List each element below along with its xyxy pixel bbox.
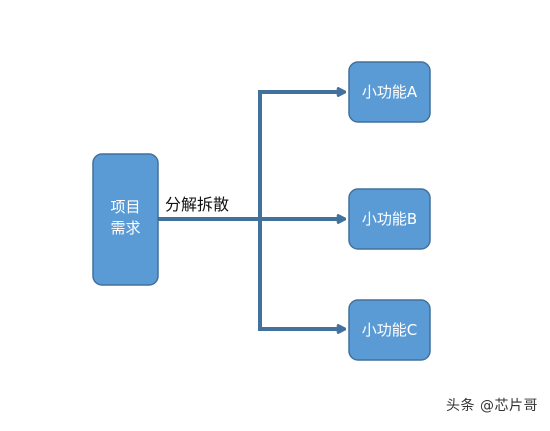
- watermark: 头条 @芯片哥: [446, 398, 538, 414]
- target-node-b-label: 小功能B: [362, 210, 417, 228]
- target-node-c-box: [348, 299, 431, 361]
- source-node-line1: 项目: [110, 198, 140, 216]
- source-node-line2: 需求: [110, 219, 140, 237]
- target-node-b: 小功能B: [348, 188, 431, 250]
- target-node-a: 小功能A: [348, 61, 431, 123]
- target-node-c: 小功能C: [348, 299, 431, 361]
- target-node-c-label: 小功能C: [362, 321, 417, 339]
- source-node: 项目 需求: [92, 153, 159, 286]
- connectors: [158, 92, 344, 331]
- edge-label: 分解拆散: [165, 195, 229, 214]
- target-node-b-box: [348, 188, 431, 250]
- target-node-a-label: 小功能A: [362, 83, 418, 101]
- source-node-box: [92, 153, 159, 286]
- target-node-a-box: [348, 61, 431, 123]
